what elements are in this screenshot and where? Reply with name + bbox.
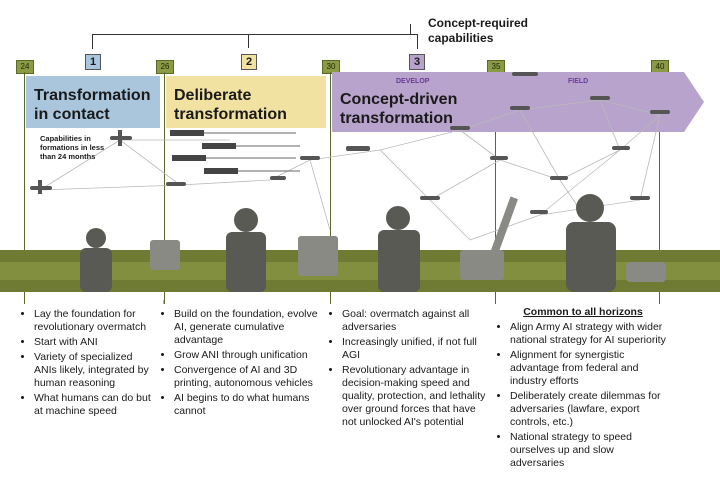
- develop-label: DEVELOP: [396, 78, 430, 85]
- phase-title-2: Deliberate transformation: [174, 87, 287, 123]
- vehicle-icons: [150, 196, 666, 282]
- list-item: Align Army AI strategy with wider nation…: [510, 321, 668, 347]
- network-lines: [39, 99, 661, 241]
- timeline-line: [330, 72, 331, 304]
- list-item: Convergence of AI and 3D printing, auton…: [174, 364, 322, 390]
- year-marker: 26: [156, 60, 174, 74]
- phase-arrow-3: [332, 72, 704, 132]
- list-item: Lay the foundation for revolutionary ove…: [34, 308, 156, 334]
- common-heading: Common to all horizons: [523, 306, 643, 318]
- year-marker: 24: [16, 60, 34, 74]
- list-item: Increasingly unified, if not full AGI: [342, 336, 490, 362]
- phase-title-3: Concept-driven transformation: [340, 91, 458, 127]
- phase-title-1: Transformation in contact: [34, 87, 151, 123]
- phase-number-1: 1: [85, 54, 101, 70]
- soldier-icons: [80, 194, 616, 292]
- year-marker: 30: [322, 60, 340, 74]
- timeline-line: [164, 72, 165, 304]
- list-item: Revolutionary advantage in decision-maki…: [342, 364, 490, 429]
- list-item: Goal: overmatch against all adversaries: [342, 308, 490, 334]
- list-item: Grow ANI through unification: [174, 349, 322, 362]
- bracket-connector: [248, 34, 249, 48]
- drone-icons: [30, 72, 670, 214]
- phase-number-2: 2: [241, 54, 257, 70]
- list-item: Start with ANI: [34, 336, 156, 349]
- timeline-line: [495, 72, 496, 304]
- capability-bars: [170, 130, 300, 174]
- list-item: Build on the foundation, evolve AI, gene…: [174, 308, 322, 347]
- list-item: Alignment for synergistic advantage from…: [510, 349, 668, 388]
- column-1-bullets: Lay the foundation for revolutionary ove…: [22, 308, 156, 420]
- column-2-bullets: Build on the foundation, evolve AI, gene…: [162, 308, 322, 420]
- timeline-line: [24, 72, 25, 304]
- list-item: AI begins to do what humans cannot: [174, 392, 322, 418]
- list-item: What humans can do but at machine speed: [34, 392, 156, 418]
- timeline-line: [659, 72, 660, 304]
- bracket: [92, 34, 418, 49]
- list-item: National strategy to speed ourselves up …: [510, 431, 668, 470]
- list-item: Variety of specialized ANIs likely, inte…: [34, 351, 156, 390]
- capabilities-note: Capabilities in formations in less than …: [40, 134, 105, 161]
- phase-box-2: Deliberate transformation: [166, 76, 326, 128]
- concept-required-label: Concept-required capabilities: [428, 16, 529, 45]
- list-item: Deliberately create dilemmas for adversa…: [510, 390, 668, 429]
- field-label: FIELD: [568, 78, 589, 85]
- phase-box-1: Transformation in contact: [26, 76, 160, 128]
- column-3-bullets: Goal: overmatch against all adversaries …: [330, 308, 490, 431]
- phase-number-3: 3: [409, 54, 425, 70]
- column-4-bullets: Common to all horizons Align Army AI str…: [498, 306, 668, 472]
- bracket-stem: [410, 24, 411, 34]
